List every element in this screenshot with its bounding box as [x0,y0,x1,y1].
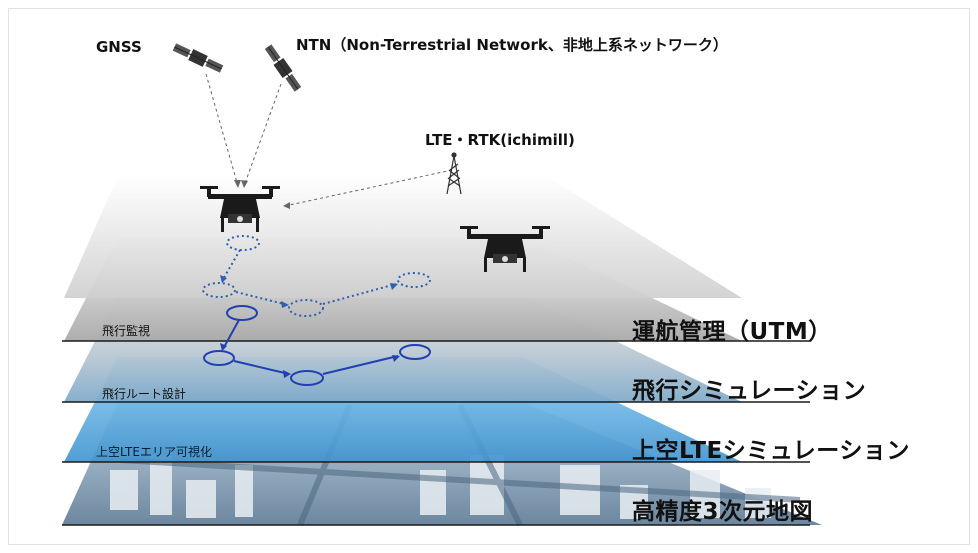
lte-rtk-label: LTE・RTK(ichimill) [425,131,575,149]
satellite-icon [172,43,224,73]
layer-title-3d-map: 高精度3次元地図 [632,499,814,525]
planned-route [203,305,431,386]
monitoring-route [202,235,431,317]
cell-tower-icon [446,152,462,195]
gnss-label: GNSS [96,38,142,56]
layer-sublabel-lte: 上空LTEエリア可視化 [96,445,212,459]
layer-title-flight-sim: 飛行シミュレーション [632,378,867,404]
satellite-icon [264,44,302,92]
layer-title-lte-sim: 上空LTEシミュレーション [632,438,910,464]
layer-title-utm: 運航管理（UTM） [632,319,832,345]
drone-icon [200,186,280,232]
layer-sublabel-route: 飛行ルート設計 [102,387,187,401]
utm-top-layer [64,176,742,298]
layer-sublabel-monitoring: 飛行監視 [102,324,151,338]
ntn-label: NTN（Non-Terrestrial Network、非地上系ネットワーク） [296,36,728,54]
drone-icon [460,226,550,272]
